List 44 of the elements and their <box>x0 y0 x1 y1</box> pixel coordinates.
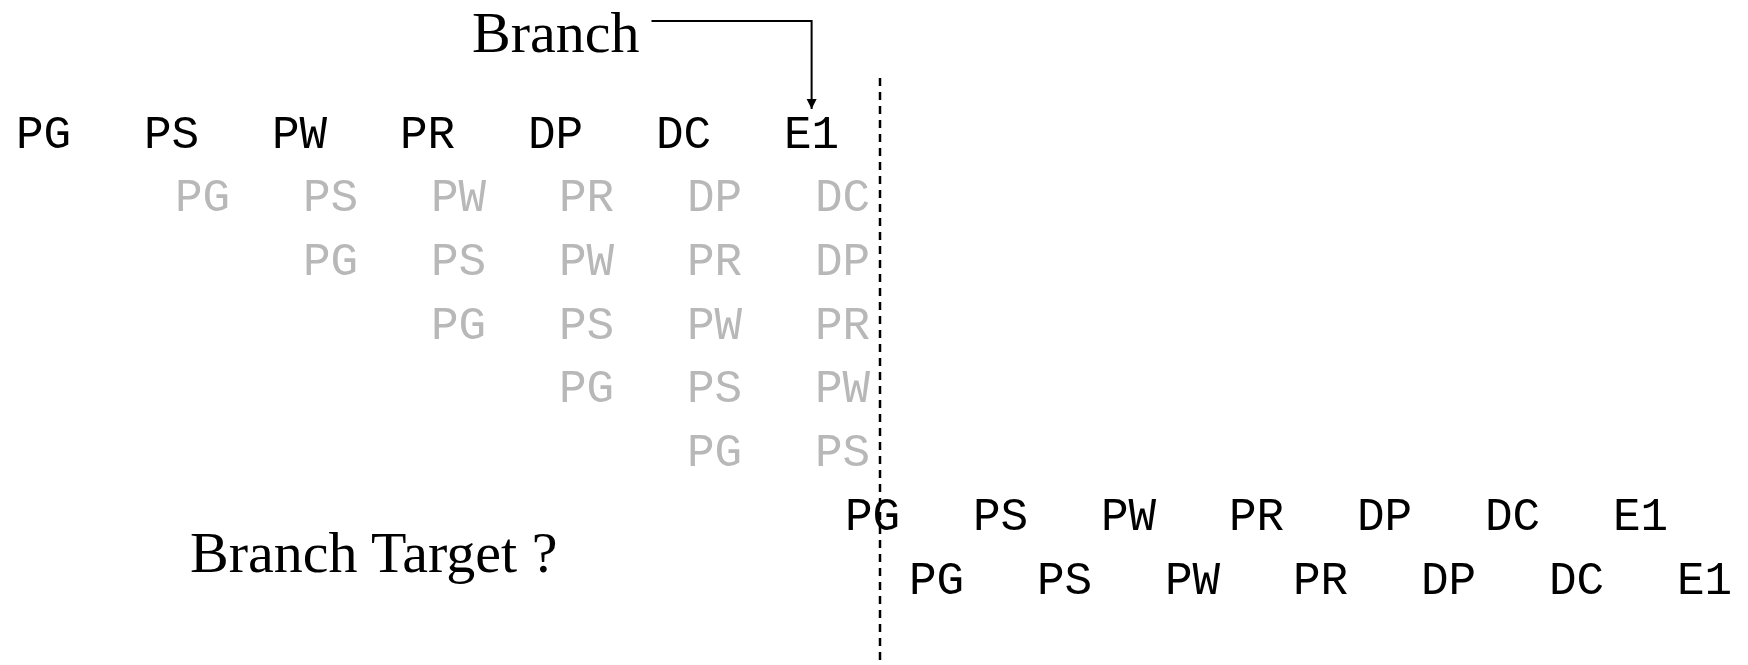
question-text: Branch Target ? <box>190 524 558 582</box>
stage-label: PR <box>1293 559 1349 605</box>
stage-label: E1 <box>1677 559 1733 605</box>
stage-label: PG <box>175 176 231 222</box>
stage-label: E1 <box>784 113 840 159</box>
stage-label: PS <box>815 431 871 477</box>
stage-label: DC <box>656 113 712 159</box>
stage-label: PS <box>431 240 487 286</box>
stage-label: PR <box>1229 495 1285 541</box>
stage-label: PR <box>687 240 743 286</box>
stage-label: E1 <box>1613 495 1669 541</box>
stage-label: DP <box>687 176 743 222</box>
stage-label: PW <box>815 367 871 413</box>
stage-label: DP <box>1357 495 1413 541</box>
stage-label: PW <box>687 304 743 350</box>
stage-label: DP <box>815 240 871 286</box>
branch-label: Branch <box>472 4 640 62</box>
stage-label: DC <box>815 176 871 222</box>
stage-label: PS <box>687 367 743 413</box>
stage-label: PW <box>1165 559 1221 605</box>
stage-label: PG <box>431 304 487 350</box>
stage-label: PW <box>431 176 487 222</box>
stage-label: PW <box>1101 495 1157 541</box>
stage-label: PR <box>815 304 871 350</box>
stage-label: DP <box>1421 559 1477 605</box>
stage-label: PS <box>559 304 615 350</box>
stage-label: DC <box>1485 495 1541 541</box>
stage-label: PG <box>909 559 965 605</box>
stage-label: PR <box>400 113 456 159</box>
stage-label: PS <box>144 113 200 159</box>
stage-label: PG <box>845 495 901 541</box>
arrow <box>650 20 817 110</box>
stage-label: PR <box>559 176 615 222</box>
stage-label: DP <box>528 113 584 159</box>
stage-label: DC <box>1549 559 1605 605</box>
stage-label: PG <box>16 113 72 159</box>
stage-label: PW <box>272 113 328 159</box>
stage-label: PS <box>1037 559 1093 605</box>
stage-label: PW <box>559 240 615 286</box>
stage-label: PG <box>303 240 359 286</box>
stage-label: PS <box>973 495 1029 541</box>
stage-label: PG <box>687 431 743 477</box>
stage-label: PG <box>559 367 615 413</box>
stage-label: PS <box>303 176 359 222</box>
